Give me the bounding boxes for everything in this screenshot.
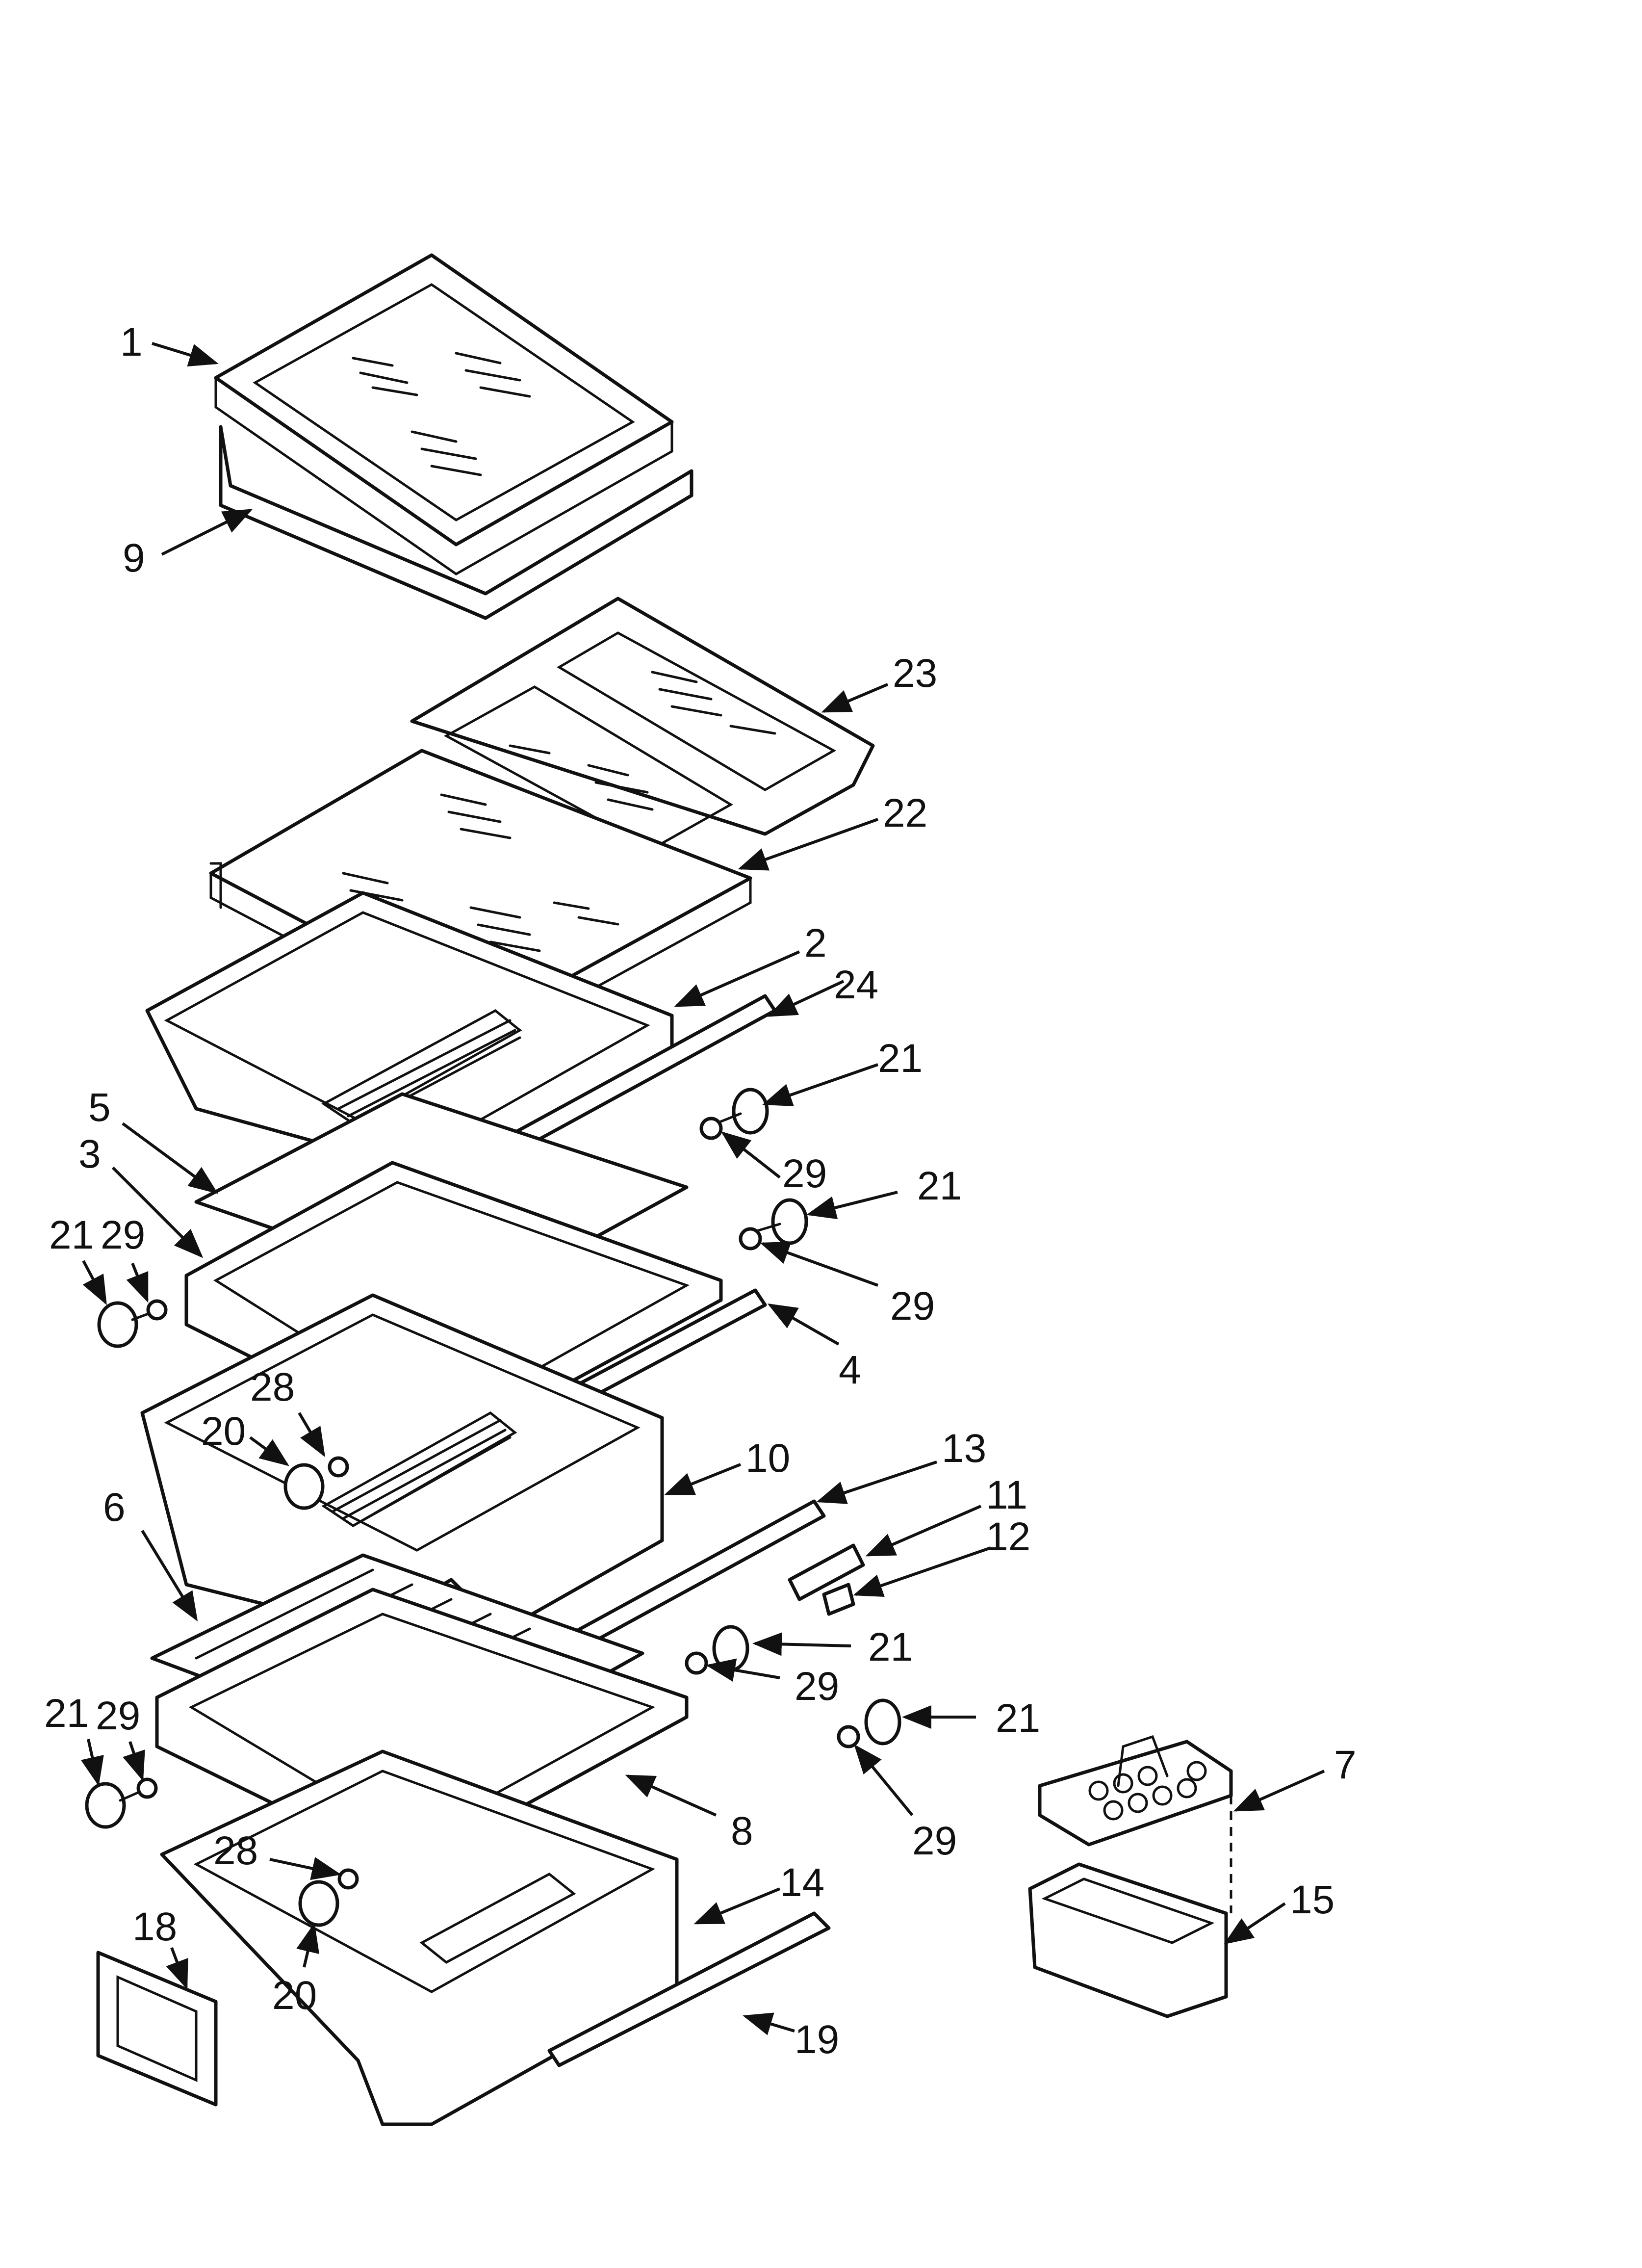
part-14-bottom-drawer: [160, 1749, 679, 2126]
part-28-screw: [328, 1456, 349, 1478]
callout-21: 21: [917, 1164, 962, 1208]
part-29-screw: [685, 1651, 708, 1675]
callout-29: 29: [912, 1819, 957, 1863]
part-18-label: [96, 1951, 218, 2107]
callout-1: 1: [120, 320, 143, 365]
callout-19: 19: [795, 2017, 839, 2062]
callout-29: 29: [782, 1151, 827, 1196]
callout-20: 20: [201, 1409, 246, 1454]
part-21-roller: [97, 1301, 154, 1348]
callout-8: 8: [731, 1809, 753, 1853]
callout-21: 21: [49, 1213, 94, 1257]
part-21-roller: [864, 1698, 901, 1746]
callout-23: 23: [893, 651, 937, 696]
leader-lines: [80, 342, 1325, 2035]
callout-4: 4: [839, 1348, 861, 1392]
callout-11: 11: [986, 1473, 1027, 1517]
part-29-screw: [146, 1299, 168, 1321]
part-19-drawer-trim: [547, 1911, 831, 2067]
callout-5: 5: [88, 1085, 111, 1130]
callout-7: 7: [1334, 1743, 1357, 1787]
callout-9: 9: [123, 536, 145, 580]
part-11-bracket: [788, 1543, 865, 1601]
callout-10: 10: [745, 1436, 790, 1481]
part-23-half-shelf: [410, 597, 875, 850]
part-29-screw: [739, 1227, 762, 1251]
callout-29: 29: [101, 1213, 145, 1257]
callout-3: 3: [78, 1132, 101, 1176]
callout-28: 28: [213, 1828, 258, 1873]
part-21-roller: [85, 1782, 144, 1829]
part-9-shelf-frame: [219, 425, 693, 620]
callout-6: 6: [103, 1485, 126, 1530]
part-20-roller: [283, 1463, 325, 1510]
part-29-screw: [837, 1725, 860, 1748]
part-20-roller: [298, 1880, 339, 1927]
callout-20: 20: [272, 1973, 317, 2018]
callout-18: 18: [132, 1904, 177, 1949]
callout-28: 28: [250, 1365, 295, 1409]
callout-12: 12: [986, 1514, 1030, 1559]
callout-21: 21: [44, 1691, 89, 1736]
callout-24: 24: [834, 963, 878, 1007]
callout-29: 29: [890, 1284, 935, 1329]
callout-21: 21: [868, 1625, 913, 1669]
callout-22: 22: [883, 791, 927, 835]
callout-2: 2: [804, 921, 827, 965]
part-29-screw: [136, 1777, 158, 1799]
part-21-roller: [712, 1625, 749, 1672]
part-29-screw: [699, 1117, 723, 1140]
callout-15: 15: [1290, 1877, 1334, 1922]
callout-14: 14: [780, 1860, 824, 1905]
callout-29: 29: [795, 1664, 839, 1709]
part-1-glass-shelf: [214, 253, 674, 575]
part-12-bracket: [822, 1583, 855, 1616]
callout-21: 21: [878, 1036, 923, 1081]
part-15-bin: [1028, 1796, 1232, 2018]
part-21-roller: [754, 1198, 808, 1245]
callouts: 1 9 23 22 2 24 21 5 3 29 21 21 29 29 4 2…: [44, 320, 1357, 2062]
part-28-screw: [337, 1868, 359, 1890]
part-21-roller: [715, 1088, 769, 1135]
callout-29: 29: [96, 1694, 140, 1738]
part-7-egg-tray: [1038, 1735, 1233, 1847]
callout-13: 13: [942, 1426, 986, 1471]
callout-21: 21: [996, 1696, 1040, 1741]
